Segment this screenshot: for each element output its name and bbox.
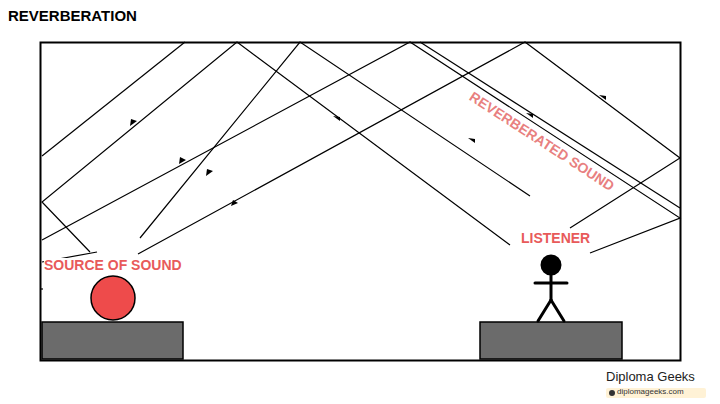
watermark-url: diplomageeks.com <box>617 388 684 397</box>
reverberated-label: REVERBERATED SOUND <box>465 88 619 195</box>
diagram-title: REVERBERATION <box>8 8 137 25</box>
listener-label: LISTENER <box>521 231 590 246</box>
watermark: Diploma Geeks <box>606 370 695 384</box>
source-label: SOURCE OF SOUND <box>44 258 182 273</box>
